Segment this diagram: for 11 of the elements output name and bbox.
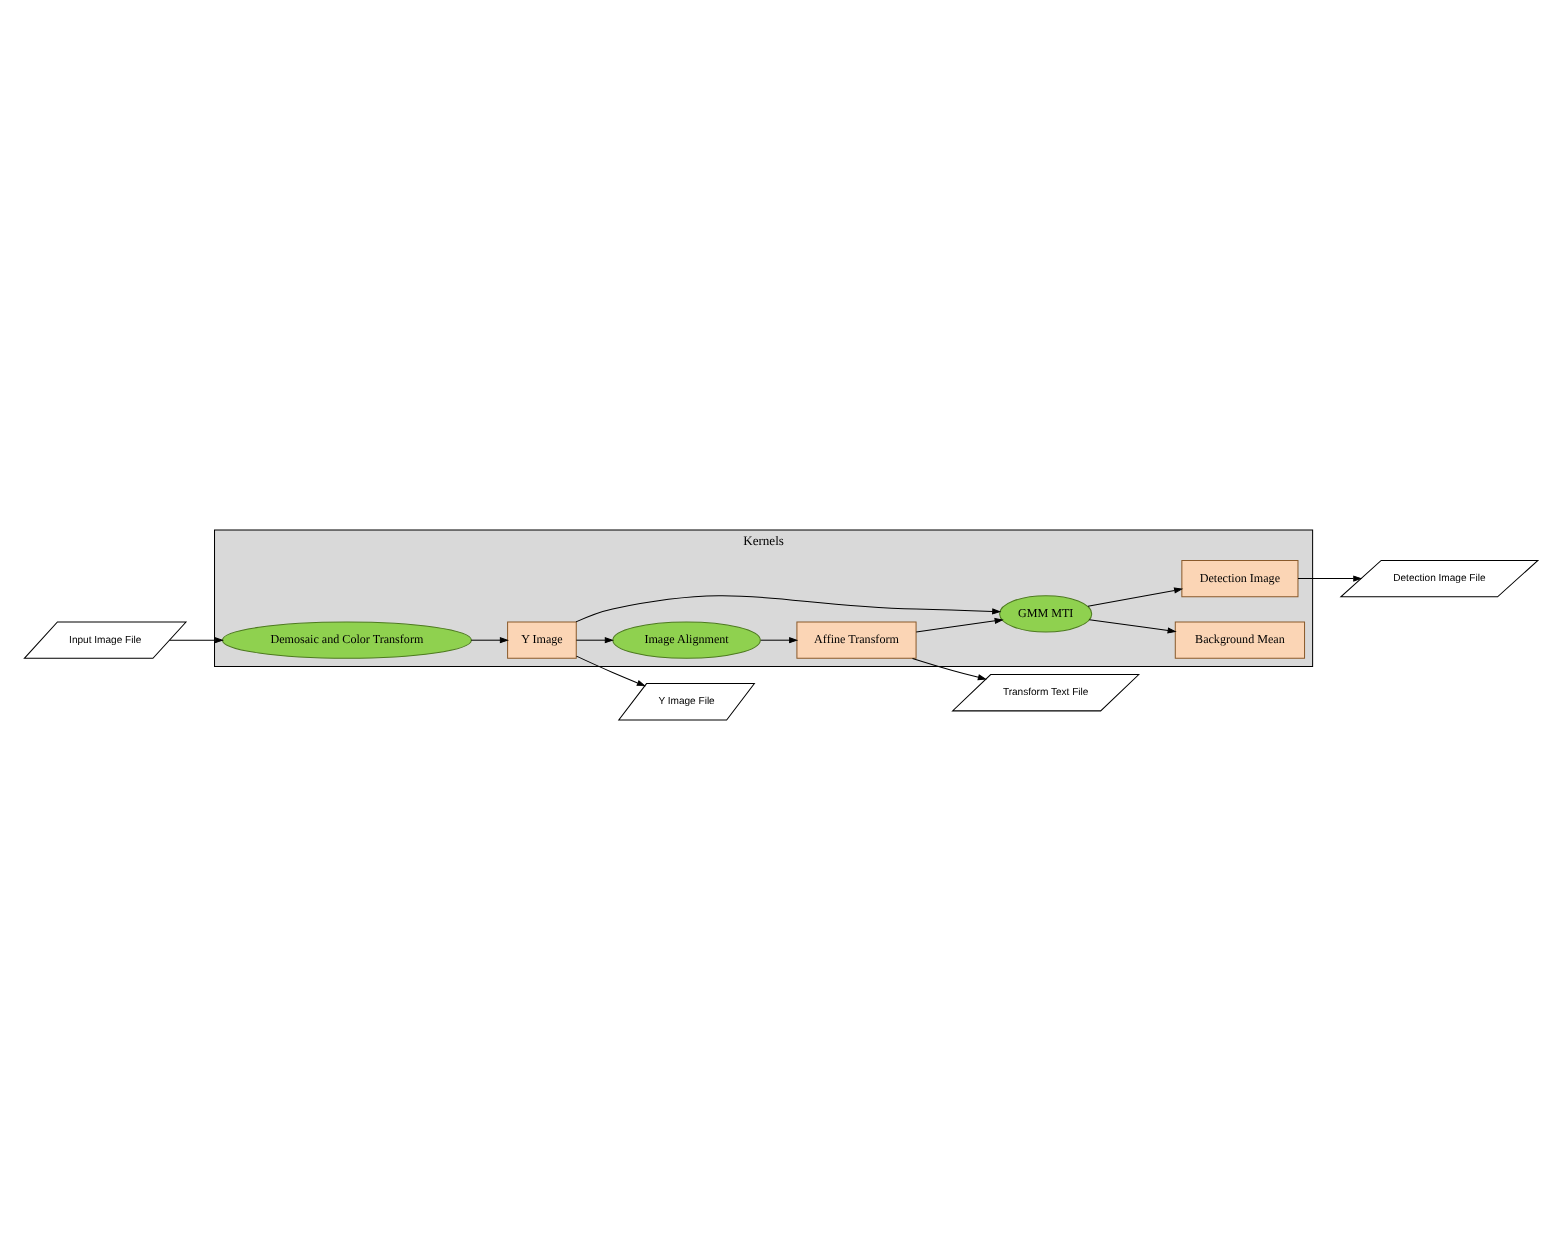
arrow	[915, 616, 1004, 632]
arrow	[575, 594, 1002, 622]
arrow	[760, 636, 799, 643]
arrow	[1088, 618, 1177, 633]
arrow	[1087, 586, 1184, 606]
arrow	[470, 636, 509, 643]
arrow	[575, 654, 646, 686]
arrow	[912, 656, 987, 680]
arrow	[575, 636, 614, 643]
arrow	[169, 636, 224, 643]
arrow	[1297, 574, 1363, 581]
